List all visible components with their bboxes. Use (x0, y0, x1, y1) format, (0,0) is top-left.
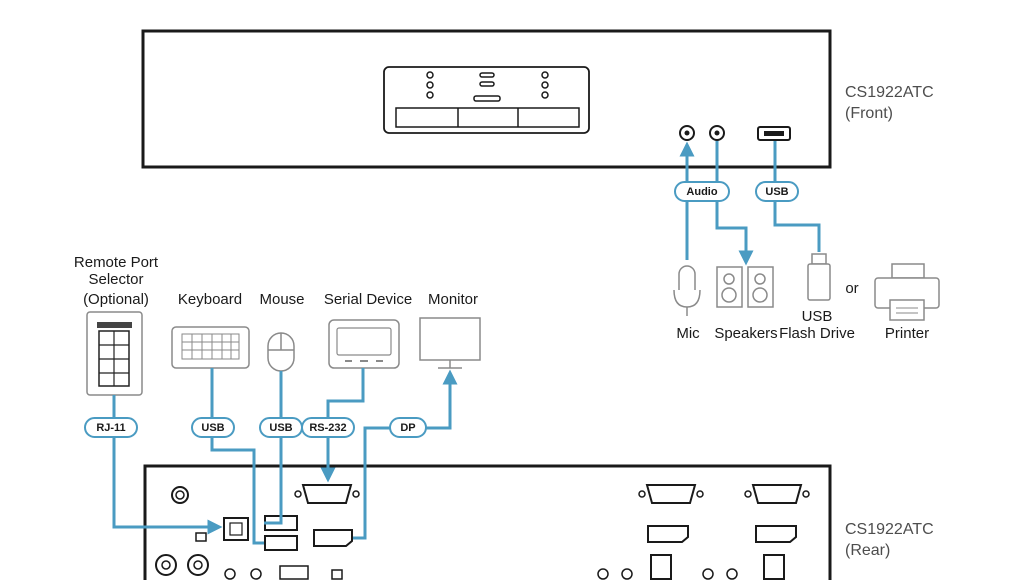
mouse-usb-cable-tag: USB (259, 417, 303, 438)
monitor-label: Monitor (428, 291, 478, 308)
audio-cable-tag: Audio (674, 181, 730, 202)
mic-icon (673, 265, 701, 316)
rear-unit-position: (Rear) (845, 542, 890, 559)
keyboard-label: Keyboard (178, 291, 242, 308)
rj11-cable (112, 395, 223, 535)
mouse-label: Mouse (259, 291, 304, 308)
front-control-panel (383, 66, 590, 134)
mouse-icon (267, 332, 295, 372)
mic-label: Mic (676, 325, 700, 342)
rear-unit (143, 464, 832, 580)
usb-flash-drive-label: USB (802, 308, 833, 325)
displayport-cable (353, 369, 458, 540)
front-usb-cable-tag: USB (755, 181, 799, 202)
rj11-port-icon (223, 517, 249, 541)
or-label: or (845, 280, 858, 297)
displayport-cable-tag: DP (389, 417, 427, 438)
rj11-cable-tag: RJ-11 (84, 417, 138, 438)
front-unit-name: CS1922ATC (845, 84, 934, 101)
svg-text:USB: USB (765, 186, 788, 198)
serial-device-icon (328, 319, 400, 369)
svg-text:USB: USB (201, 422, 224, 434)
usb-flash-drive-icon (807, 253, 831, 301)
printer-label: Printer (885, 325, 929, 342)
mini-usb-icon (195, 532, 207, 542)
usb-b-port-icon (763, 554, 785, 580)
usb-flash-drive-label: Flash Drive (779, 325, 855, 342)
svg-text:RS-232: RS-232 (309, 422, 346, 434)
serial-device-label: Serial Device (324, 291, 412, 308)
monitor-icon (419, 317, 481, 369)
keyboard-usb-cable-tag: USB (191, 417, 235, 438)
remote-port-selector-note: (Optional) (83, 291, 149, 308)
rs232-port-icon (638, 484, 704, 504)
remote-port-selector-label: Remote Port (74, 254, 159, 271)
rs232-port-icon (294, 484, 360, 504)
front-unit (141, 29, 832, 169)
speakers-label: Speakers (714, 325, 777, 342)
coax-connector-icon (155, 554, 209, 576)
svg-text:DP: DP (400, 422, 415, 434)
svg-text:USB: USB (269, 422, 292, 434)
svg-text:Audio: Audio (686, 186, 717, 198)
ground-screw-icon (171, 486, 189, 504)
displayport-icon (755, 525, 797, 543)
speakers-icon (716, 266, 774, 308)
front-unit-position: (Front) (845, 105, 893, 122)
displayport-icon (313, 529, 353, 547)
usb-port-icon (264, 535, 298, 551)
rear-unit-name: CS1922ATC (845, 521, 934, 538)
rs232-port-icon (744, 484, 810, 504)
remote-port-selector-label: Selector (88, 271, 143, 288)
remote-port-selector-icon (86, 311, 143, 396)
keyboard-icon (171, 326, 250, 369)
displayport-icon (647, 525, 689, 543)
usb-b-port-icon (650, 554, 672, 580)
svg-text:RJ-11: RJ-11 (96, 422, 125, 434)
printer-icon (874, 263, 940, 321)
rs232-cable-tag: RS-232 (301, 417, 355, 438)
